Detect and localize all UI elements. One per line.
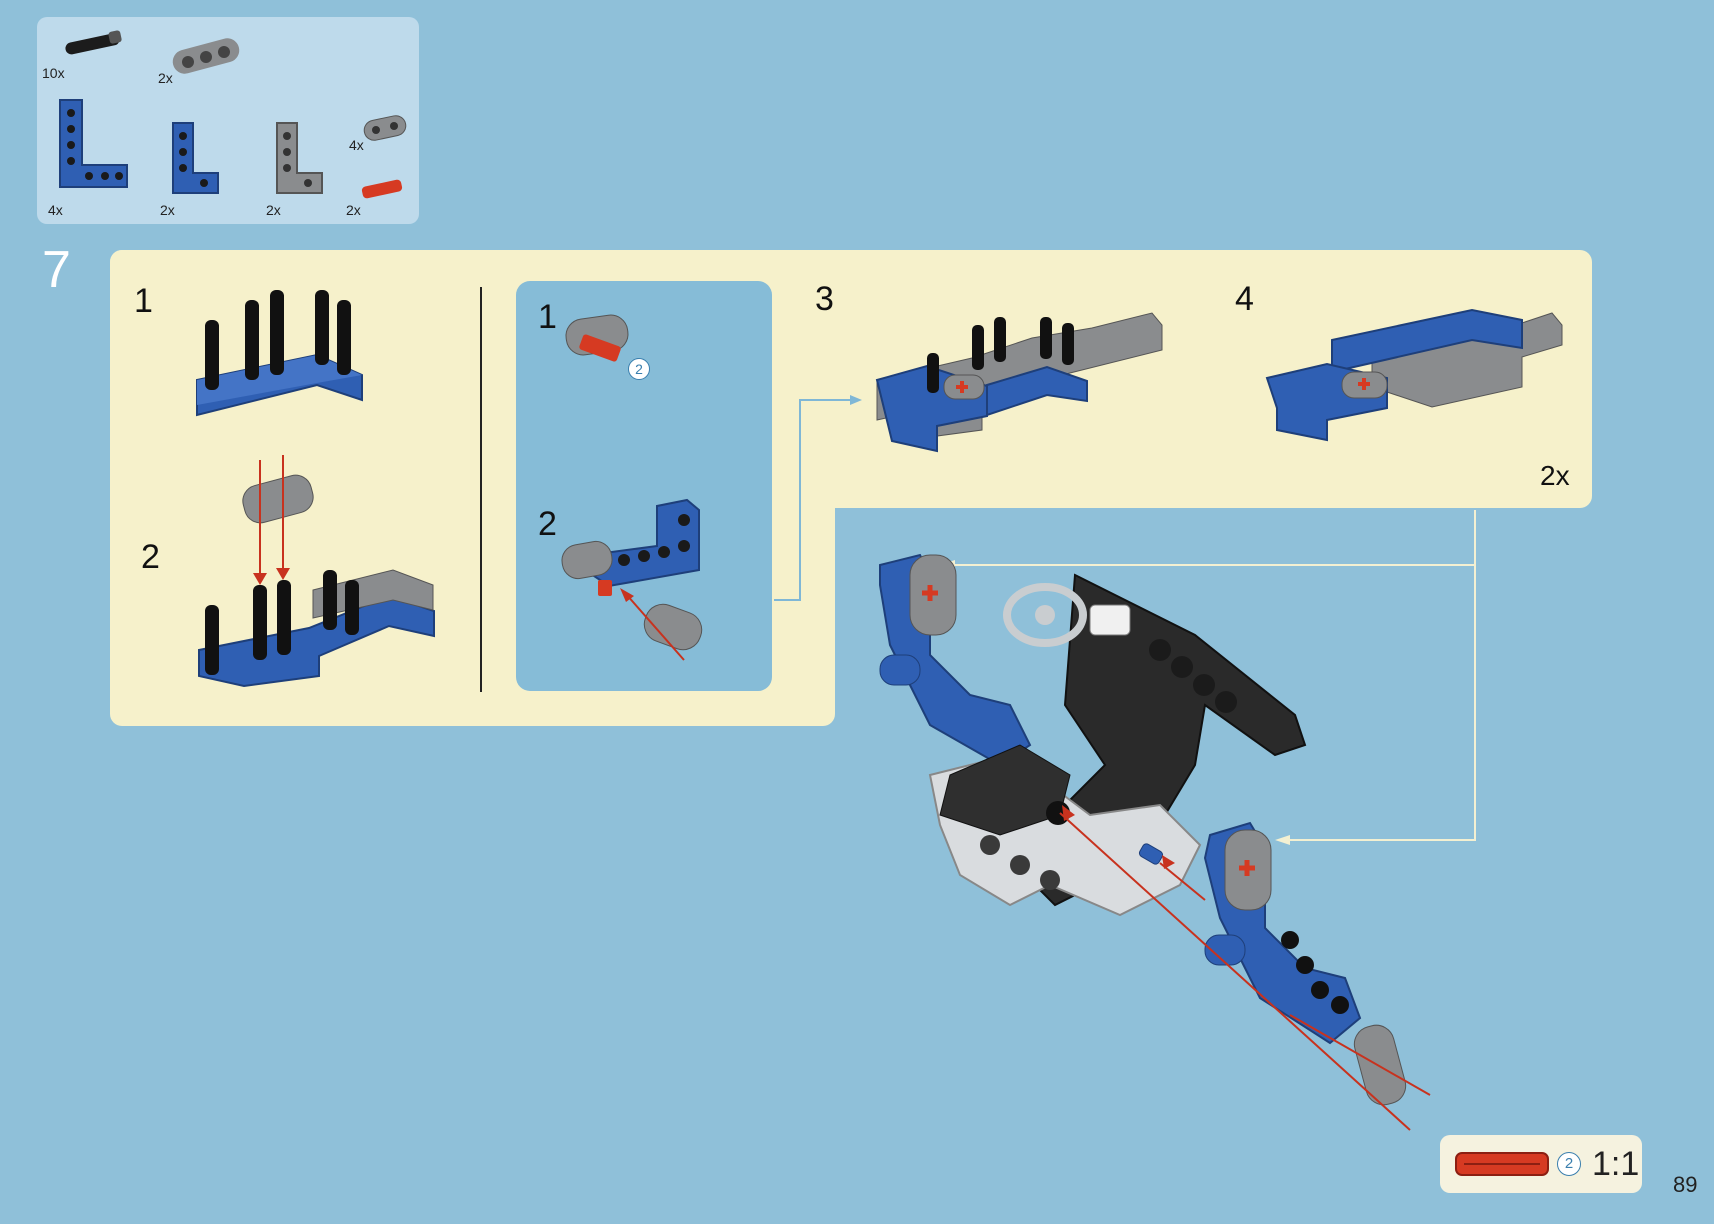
inner-step-2-illustration [561, 498, 703, 661]
substep-4-assembly-illustration [1265, 308, 1563, 442]
substep-2-assembly-illustration [198, 455, 435, 688]
substep-1-assembly-illustration [196, 290, 363, 417]
inner-step-2-number: 2 [538, 505, 557, 543]
axle-pin-red-part-icon [361, 179, 403, 199]
scale-badge: 2 [1557, 1152, 1581, 1176]
substep-3-number: 3 [815, 280, 834, 318]
step-number: 7 [42, 241, 71, 299]
callout-badge: 2 [628, 358, 650, 380]
l-beam-grey-part-icon [276, 122, 323, 194]
beam-2-grey-part-icon [363, 115, 407, 141]
qty-l-beam-blue-small: 2x [160, 202, 175, 218]
qty-beam-3: 2x [158, 70, 173, 86]
qty-l-beam-grey: 2x [266, 202, 281, 218]
inner-step-1-illustration [565, 314, 629, 362]
substep-1-number: 1 [134, 282, 153, 320]
multiplier-label: 2x [1540, 460, 1570, 491]
l-beam-blue-large-part-icon [59, 99, 128, 188]
substep-4-number: 4 [1235, 280, 1254, 318]
connector-arrow [774, 395, 862, 601]
axle-pin-part-icon [65, 30, 122, 55]
substep-2-number: 2 [141, 538, 160, 576]
scale-axle-pin-icon [1455, 1152, 1549, 1176]
qty-axle-pin: 10x [42, 65, 65, 81]
l-beam-blue-small-part-icon [172, 122, 219, 194]
substep-divider [480, 287, 482, 692]
qty-l-beam-blue-large: 4x [48, 202, 63, 218]
main-assembly-illustration [879, 553, 1431, 1131]
substep-3-assembly-illustration [875, 312, 1163, 453]
scale-text: 1:1 [1592, 1145, 1640, 1183]
page-number: 89 [1673, 1172, 1698, 1197]
beam-3-part-icon [172, 38, 240, 74]
qty-beam-2-grey: 4x [349, 137, 364, 153]
qty-axle-pin-red: 2x [346, 202, 361, 218]
inner-step-1-number: 1 [538, 298, 557, 336]
